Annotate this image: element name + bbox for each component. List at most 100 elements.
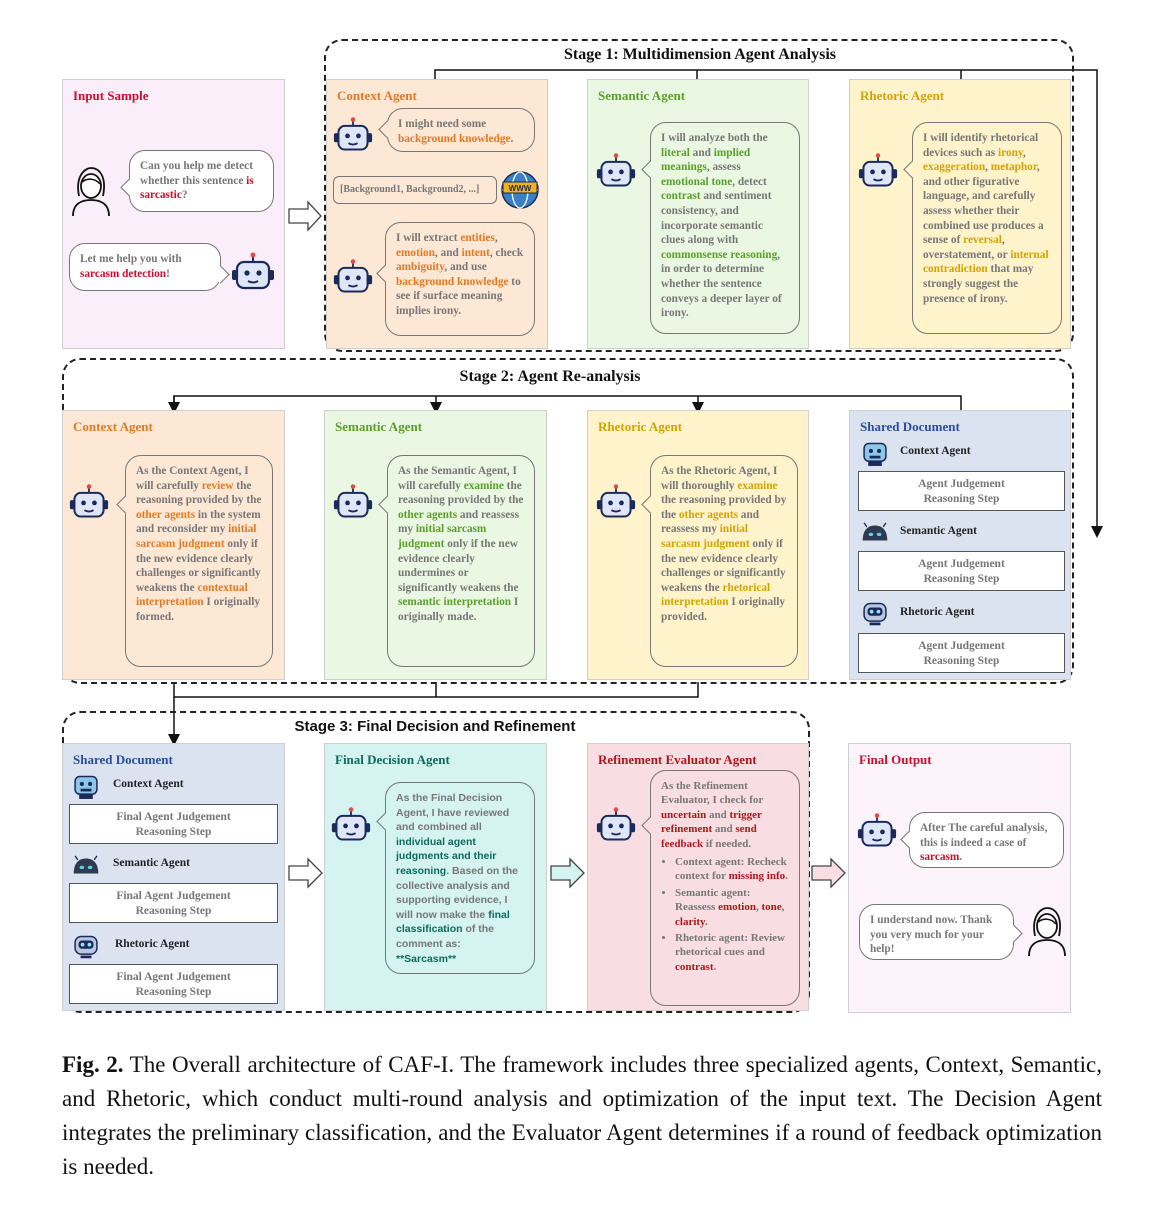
hl: internal contradiction bbox=[923, 248, 1049, 276]
hl: initial sarcasm judgment bbox=[398, 523, 487, 550]
s2-context-title: Context Agent bbox=[73, 419, 153, 434]
t: and bbox=[689, 146, 714, 159]
t: of the comment as: bbox=[396, 923, 495, 950]
robot-icon bbox=[69, 484, 109, 518]
hl: background knowledge bbox=[396, 275, 509, 288]
t: As the Semantic Agent, I will carefully bbox=[398, 465, 517, 492]
t: only if the new evidence clearly challen… bbox=[661, 537, 786, 594]
input-sample-title: Input Sample bbox=[73, 88, 149, 103]
s1-context-b1-highlight: background knowledge bbox=[398, 132, 511, 145]
hl: clarity bbox=[675, 915, 705, 928]
s1-context-search-text: [Background1, Background2, ...] bbox=[340, 184, 480, 195]
t: and reassess my bbox=[398, 508, 520, 536]
final-decision-bubble: As the Final Decision Agent, I have revi… bbox=[376, 782, 535, 974]
hl: reversal bbox=[963, 234, 1002, 247]
robot-icon bbox=[863, 442, 887, 466]
hl: individual agent judgments and their rea… bbox=[396, 835, 497, 877]
user-icon bbox=[1028, 907, 1066, 957]
caption-text: The Overall architecture of CAF-I. The f… bbox=[62, 1052, 1102, 1179]
hl: initial sarcasm judgment bbox=[136, 523, 257, 550]
hl: contextual interpretation bbox=[136, 581, 248, 609]
t: , and other figurative language, and car… bbox=[923, 161, 1044, 247]
t: . Based on the collective analysis and s… bbox=[396, 864, 518, 921]
robot-icon bbox=[857, 813, 897, 847]
s1-rhetoric-panel: Rhetoric Agent I will identify rhetorica… bbox=[849, 79, 1071, 349]
s1-context-b1-end: . bbox=[510, 132, 514, 145]
s3-shared-doc-title: Shared Document bbox=[73, 752, 173, 767]
feedback-item-rhetoric: Rhetoric agent: Review rhetorical cues a… bbox=[675, 931, 789, 974]
t: . bbox=[959, 851, 963, 864]
t: the reasoning provided by the bbox=[661, 494, 787, 521]
www-text: WWW bbox=[509, 184, 532, 193]
final-decision-panel: Final Decision Agent As the Final Decisi… bbox=[324, 743, 547, 1011]
s3-shared-agent2-label: Semantic Agent bbox=[113, 857, 190, 869]
s1-context-panel: Context Agent I might need some backgrou… bbox=[326, 79, 548, 349]
s2-semantic-panel: Semantic Agent As the Semantic Agent, I … bbox=[324, 410, 547, 680]
hl: implied meanings bbox=[661, 146, 751, 174]
feedback-list: Context agent: Recheck context for missi… bbox=[661, 855, 789, 974]
robot-icon bbox=[596, 484, 636, 518]
robot-icon bbox=[862, 522, 888, 541]
s2-semantic-bubble: As the Semantic Agent, I will carefully … bbox=[378, 455, 535, 667]
box-line2: Reasoning Step bbox=[923, 573, 1000, 585]
hl: exaggeration bbox=[923, 161, 986, 174]
user-question-text: Can you help me detect whether this sent… bbox=[140, 160, 253, 187]
stage1-box bbox=[324, 39, 1074, 352]
final-output-panel: Final Output After The careful analysis,… bbox=[848, 743, 1071, 1013]
t: , bbox=[1022, 146, 1026, 159]
t: only if the new evidence clearly challen… bbox=[136, 537, 261, 594]
final-decision-title: Final Decision Agent bbox=[335, 752, 450, 767]
robot-icon bbox=[333, 259, 373, 293]
feedback-item-context: Context agent: Recheck context for missi… bbox=[675, 855, 789, 884]
arrow-refine-to-output bbox=[811, 857, 846, 889]
t: I originally formed. bbox=[136, 596, 261, 623]
final-output-user-bubble: I understand now. Thank you very much fo… bbox=[859, 904, 1023, 960]
hl: other agents bbox=[398, 508, 458, 521]
s1-context-bubble-2: I will extract entities, emotion, and in… bbox=[376, 222, 535, 336]
robot-icon bbox=[73, 855, 99, 874]
stage2-title: Stage 2: Agent Re-analysis bbox=[380, 368, 720, 386]
t: . bbox=[713, 960, 717, 973]
refinement-title: Refinement Evaluator Agent bbox=[598, 752, 757, 767]
hl: send feedback bbox=[661, 823, 757, 850]
t: As the Context Agent, I will carefully bbox=[136, 465, 249, 492]
user-icon bbox=[72, 167, 110, 217]
t: Rhetoric agent: Review rhetorical cues a… bbox=[675, 932, 785, 959]
t: and sentiment consistency, and incorpora… bbox=[661, 190, 772, 247]
box-line2: Reasoning Step bbox=[135, 986, 212, 998]
t: As the Rhetoric Agent, I will thoroughly bbox=[661, 465, 778, 492]
robot-icon bbox=[74, 935, 98, 959]
box-line1: Agent Judgement bbox=[918, 558, 1005, 570]
s1-rhetoric-bubble: I will identify rhetorical devices such … bbox=[903, 122, 1062, 334]
s1-context-b1-text: I might need some bbox=[398, 118, 487, 130]
t: , bbox=[985, 161, 991, 174]
box-line2: Reasoning Step bbox=[135, 826, 212, 838]
t: in the system and reconsider my bbox=[136, 508, 261, 536]
s2-shared-doc-title: Shared Document bbox=[860, 419, 960, 434]
t: I understand now. Thank you very much fo… bbox=[870, 914, 993, 956]
box-line1: Agent Judgement bbox=[918, 478, 1005, 490]
t: I will extract bbox=[396, 232, 461, 244]
arrow-shared-to-decision bbox=[288, 857, 323, 889]
hl: initial sarcasm judgment bbox=[661, 523, 750, 550]
box-line1: Final Agent Judgement bbox=[116, 811, 231, 823]
t: and bbox=[706, 808, 730, 821]
refinement-panel: Refinement Evaluator Agent As the Refine… bbox=[587, 743, 809, 1011]
refinement-bubble: As the Refinement Evaluator, I check for… bbox=[641, 770, 800, 1006]
box-line2: Reasoning Step bbox=[135, 905, 212, 917]
t: the reasoning provided by the bbox=[136, 479, 262, 507]
hl: missing info bbox=[728, 870, 786, 883]
stage1-title: Stage 1: Multidimension Agent Analysis bbox=[440, 46, 960, 64]
hl: contrast bbox=[675, 960, 714, 973]
robot-icon bbox=[858, 153, 898, 187]
t: and reassess my bbox=[661, 508, 760, 536]
box-line2: Reasoning Step bbox=[923, 493, 1000, 505]
robot-icon bbox=[596, 807, 636, 841]
user-question-end: ? bbox=[181, 189, 188, 202]
t: only if the new evidence clearly undermi… bbox=[398, 537, 519, 594]
t: the reasoning provided by the bbox=[398, 479, 524, 507]
